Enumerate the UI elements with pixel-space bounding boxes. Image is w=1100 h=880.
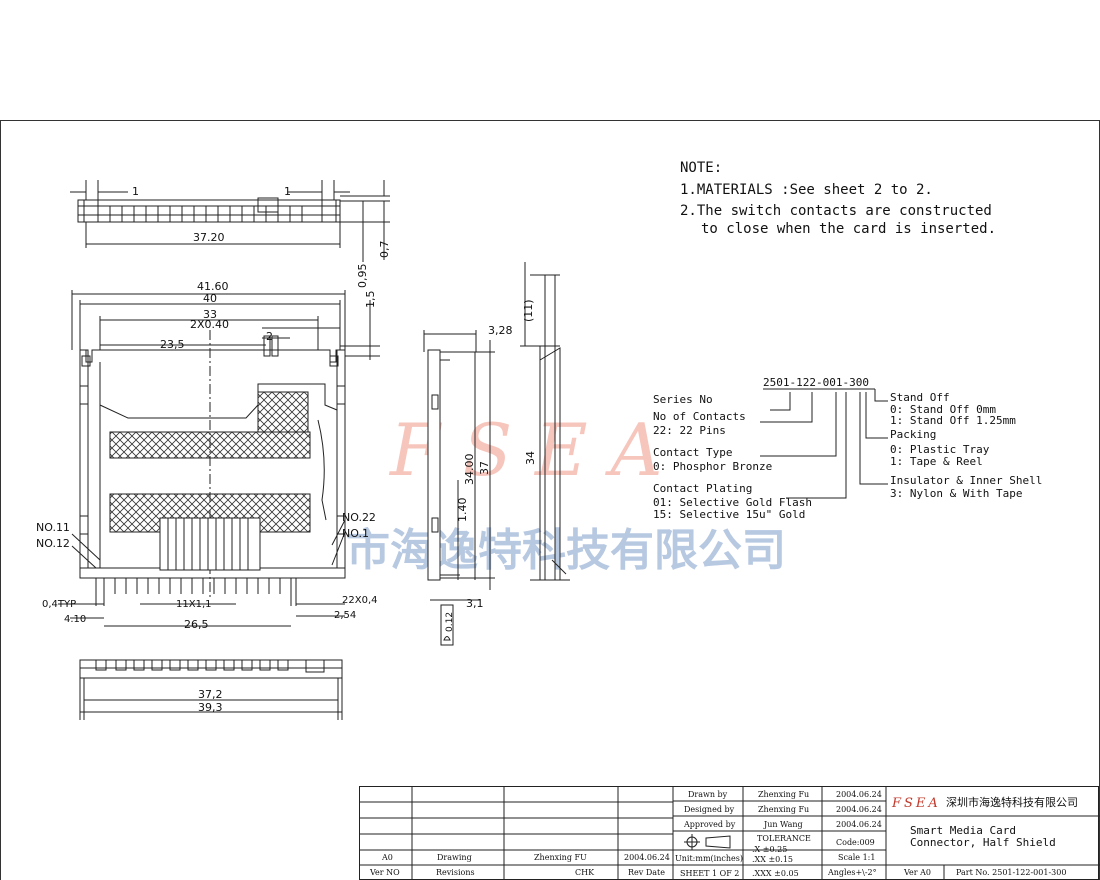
- col-verno: Ver NO: [369, 868, 400, 877]
- notes: NOTE: 1.MATERIALS :See sheet 2 to 2. 2.T…: [680, 160, 996, 237]
- label-no11: NO.11: [36, 521, 70, 534]
- type-value: 0: Phosphor Bronze: [653, 460, 772, 473]
- title-block-text: Drawn by Zhenxing Fu 2004.06.24 Designed…: [369, 790, 1066, 878]
- drawn-label: Drawn by: [688, 790, 728, 799]
- rev-by: Zhenxing FU: [534, 853, 587, 862]
- col-revisions: Revisions: [436, 868, 475, 877]
- standoff-value-2: 1: Stand Off 1.25mm: [890, 414, 1016, 427]
- approved-date: 2004.06.24: [836, 820, 882, 829]
- rev-date: 2004.06.24: [624, 853, 670, 862]
- dim-2: 2: [266, 330, 273, 343]
- tolerance-x: .X ±0.25: [752, 845, 787, 854]
- insulator-value: 3: Nylon & With Tape: [890, 487, 1022, 500]
- dim-04typ: 0,4TYP: [42, 599, 76, 610]
- main-view: [58, 290, 380, 627]
- dim-4-10: 4.10: [64, 614, 86, 625]
- rev-ver: A0: [381, 853, 393, 862]
- drawing-title-1: Smart Media Card: [910, 824, 1016, 837]
- dim-39-3: 39,3: [198, 701, 223, 714]
- contacts-value: 22: 22 Pins: [653, 424, 726, 437]
- dim-11-ref: (11): [522, 299, 535, 322]
- bottom-view: [79, 659, 343, 720]
- dim-34-card: 34: [524, 451, 537, 465]
- dim-33: 33: [203, 308, 217, 321]
- dim-41-60: 41.60: [197, 280, 229, 293]
- label-no12: NO.12: [36, 537, 70, 550]
- plating-value-2: 15: Selective 15u" Gold: [653, 508, 805, 521]
- tolerance-xx: .XX ±0.15: [752, 855, 793, 864]
- packing-value-2: 1: Tape & Reel: [890, 455, 983, 468]
- dim-top-095: 0,95: [356, 264, 369, 289]
- dim-34-00: 34.00: [463, 454, 476, 486]
- rev-text: Drawing: [437, 853, 472, 862]
- plating-label: Contact Plating: [653, 482, 752, 495]
- dim-2x040: 2X0.40: [190, 318, 229, 331]
- drawn-name: Zhenxing Fu: [758, 790, 809, 799]
- dim-top-1a: 1: [132, 185, 139, 198]
- company-name: 深圳市海逸特科技有限公司: [946, 795, 1078, 809]
- series-label: Series No: [653, 393, 713, 406]
- designed-label: Designed by: [684, 805, 735, 814]
- approved-label: Approved by: [683, 820, 736, 829]
- dim-22x04: 22X0,4: [342, 595, 377, 606]
- drawing-title-2: Connector, Half Shield: [910, 836, 1056, 849]
- plating-value-1: 01: Selective Gold Flash: [653, 496, 812, 509]
- ver-label: Ver A0: [903, 868, 931, 877]
- part-number-key: 2501-122-001-300 Series No No of Contact…: [653, 376, 1042, 521]
- units-label: Unit:mm(inches): [675, 854, 743, 863]
- designed-name: Zhenxing Fu: [758, 805, 809, 814]
- part-code: 2501-122-001-300: [763, 376, 869, 389]
- dim-1-5: 1,5: [364, 291, 377, 309]
- type-label: Contact Type: [653, 446, 732, 459]
- scale-label: Scale 1:1: [838, 853, 875, 862]
- approved-name: Jun Wang: [763, 820, 803, 829]
- dim-23-5: 23,5: [160, 338, 185, 351]
- part-no-label: Part No. 2501-122-001-300: [956, 868, 1066, 877]
- side-view: [423, 262, 570, 646]
- part-key-leaders: [760, 388, 888, 499]
- dim-37-2: 37,2: [198, 688, 223, 701]
- note-line-2: 2.The switch contacts are constructed: [680, 203, 992, 219]
- dim-3-28: 3,28: [488, 324, 513, 337]
- dim-1-40: 1.40: [456, 498, 469, 523]
- label-no1: NO.1: [342, 527, 369, 540]
- standoff-label: Stand Off: [890, 391, 950, 404]
- drawn-date: 2004.06.24: [836, 790, 882, 799]
- dim-3-1: 3,1: [466, 597, 484, 610]
- designed-date: 2004.06.24: [836, 805, 882, 814]
- dim-40: 40: [203, 292, 217, 305]
- note-line-1: 1.MATERIALS :See sheet 2 to 2.: [680, 182, 933, 198]
- watermark-chinese: 深圳市海逸特科技有限公司: [258, 525, 786, 576]
- tolerance-label: TOLERANCE: [757, 834, 811, 843]
- dim-top-1b: 1: [284, 185, 291, 198]
- note-heading: NOTE:: [680, 160, 722, 176]
- code-label: Code:009: [836, 838, 875, 847]
- col-chk: CHK: [575, 868, 595, 877]
- top-view-ticks: [109, 206, 303, 222]
- dim-2-54: 2,54: [334, 610, 356, 621]
- dim-top-3720: 37.20: [193, 231, 225, 244]
- dim-26-5: 26,5: [184, 618, 209, 631]
- insulator-label: Insulator & Inner Shell: [890, 474, 1042, 487]
- angles-label: Angles+\-2°: [827, 868, 877, 877]
- standoff-value-1: 0: Stand Off 0mm: [890, 403, 996, 416]
- note-line-3: to close when the card is inserted.: [701, 221, 996, 237]
- title-block: [359, 786, 1100, 880]
- dim-top-07: 0,7: [378, 241, 391, 259]
- company-logo: FSEA: [891, 796, 941, 811]
- tolerance-xxx: .XXX ±0.05: [752, 869, 799, 878]
- label-no22: NO.22: [342, 511, 376, 524]
- dim-11x11: 11X1,1: [176, 599, 211, 610]
- dim-0-12: 0.12: [445, 612, 455, 632]
- sheet-label: SHEET 1 OF 2: [680, 869, 739, 878]
- packing-label: Packing: [890, 428, 936, 441]
- dim-37-side: 37: [478, 461, 491, 475]
- col-revdate: Rev Date: [628, 868, 665, 877]
- contacts-label: No of Contacts: [653, 410, 746, 423]
- packing-value-1: 0: Plastic Tray: [890, 443, 990, 456]
